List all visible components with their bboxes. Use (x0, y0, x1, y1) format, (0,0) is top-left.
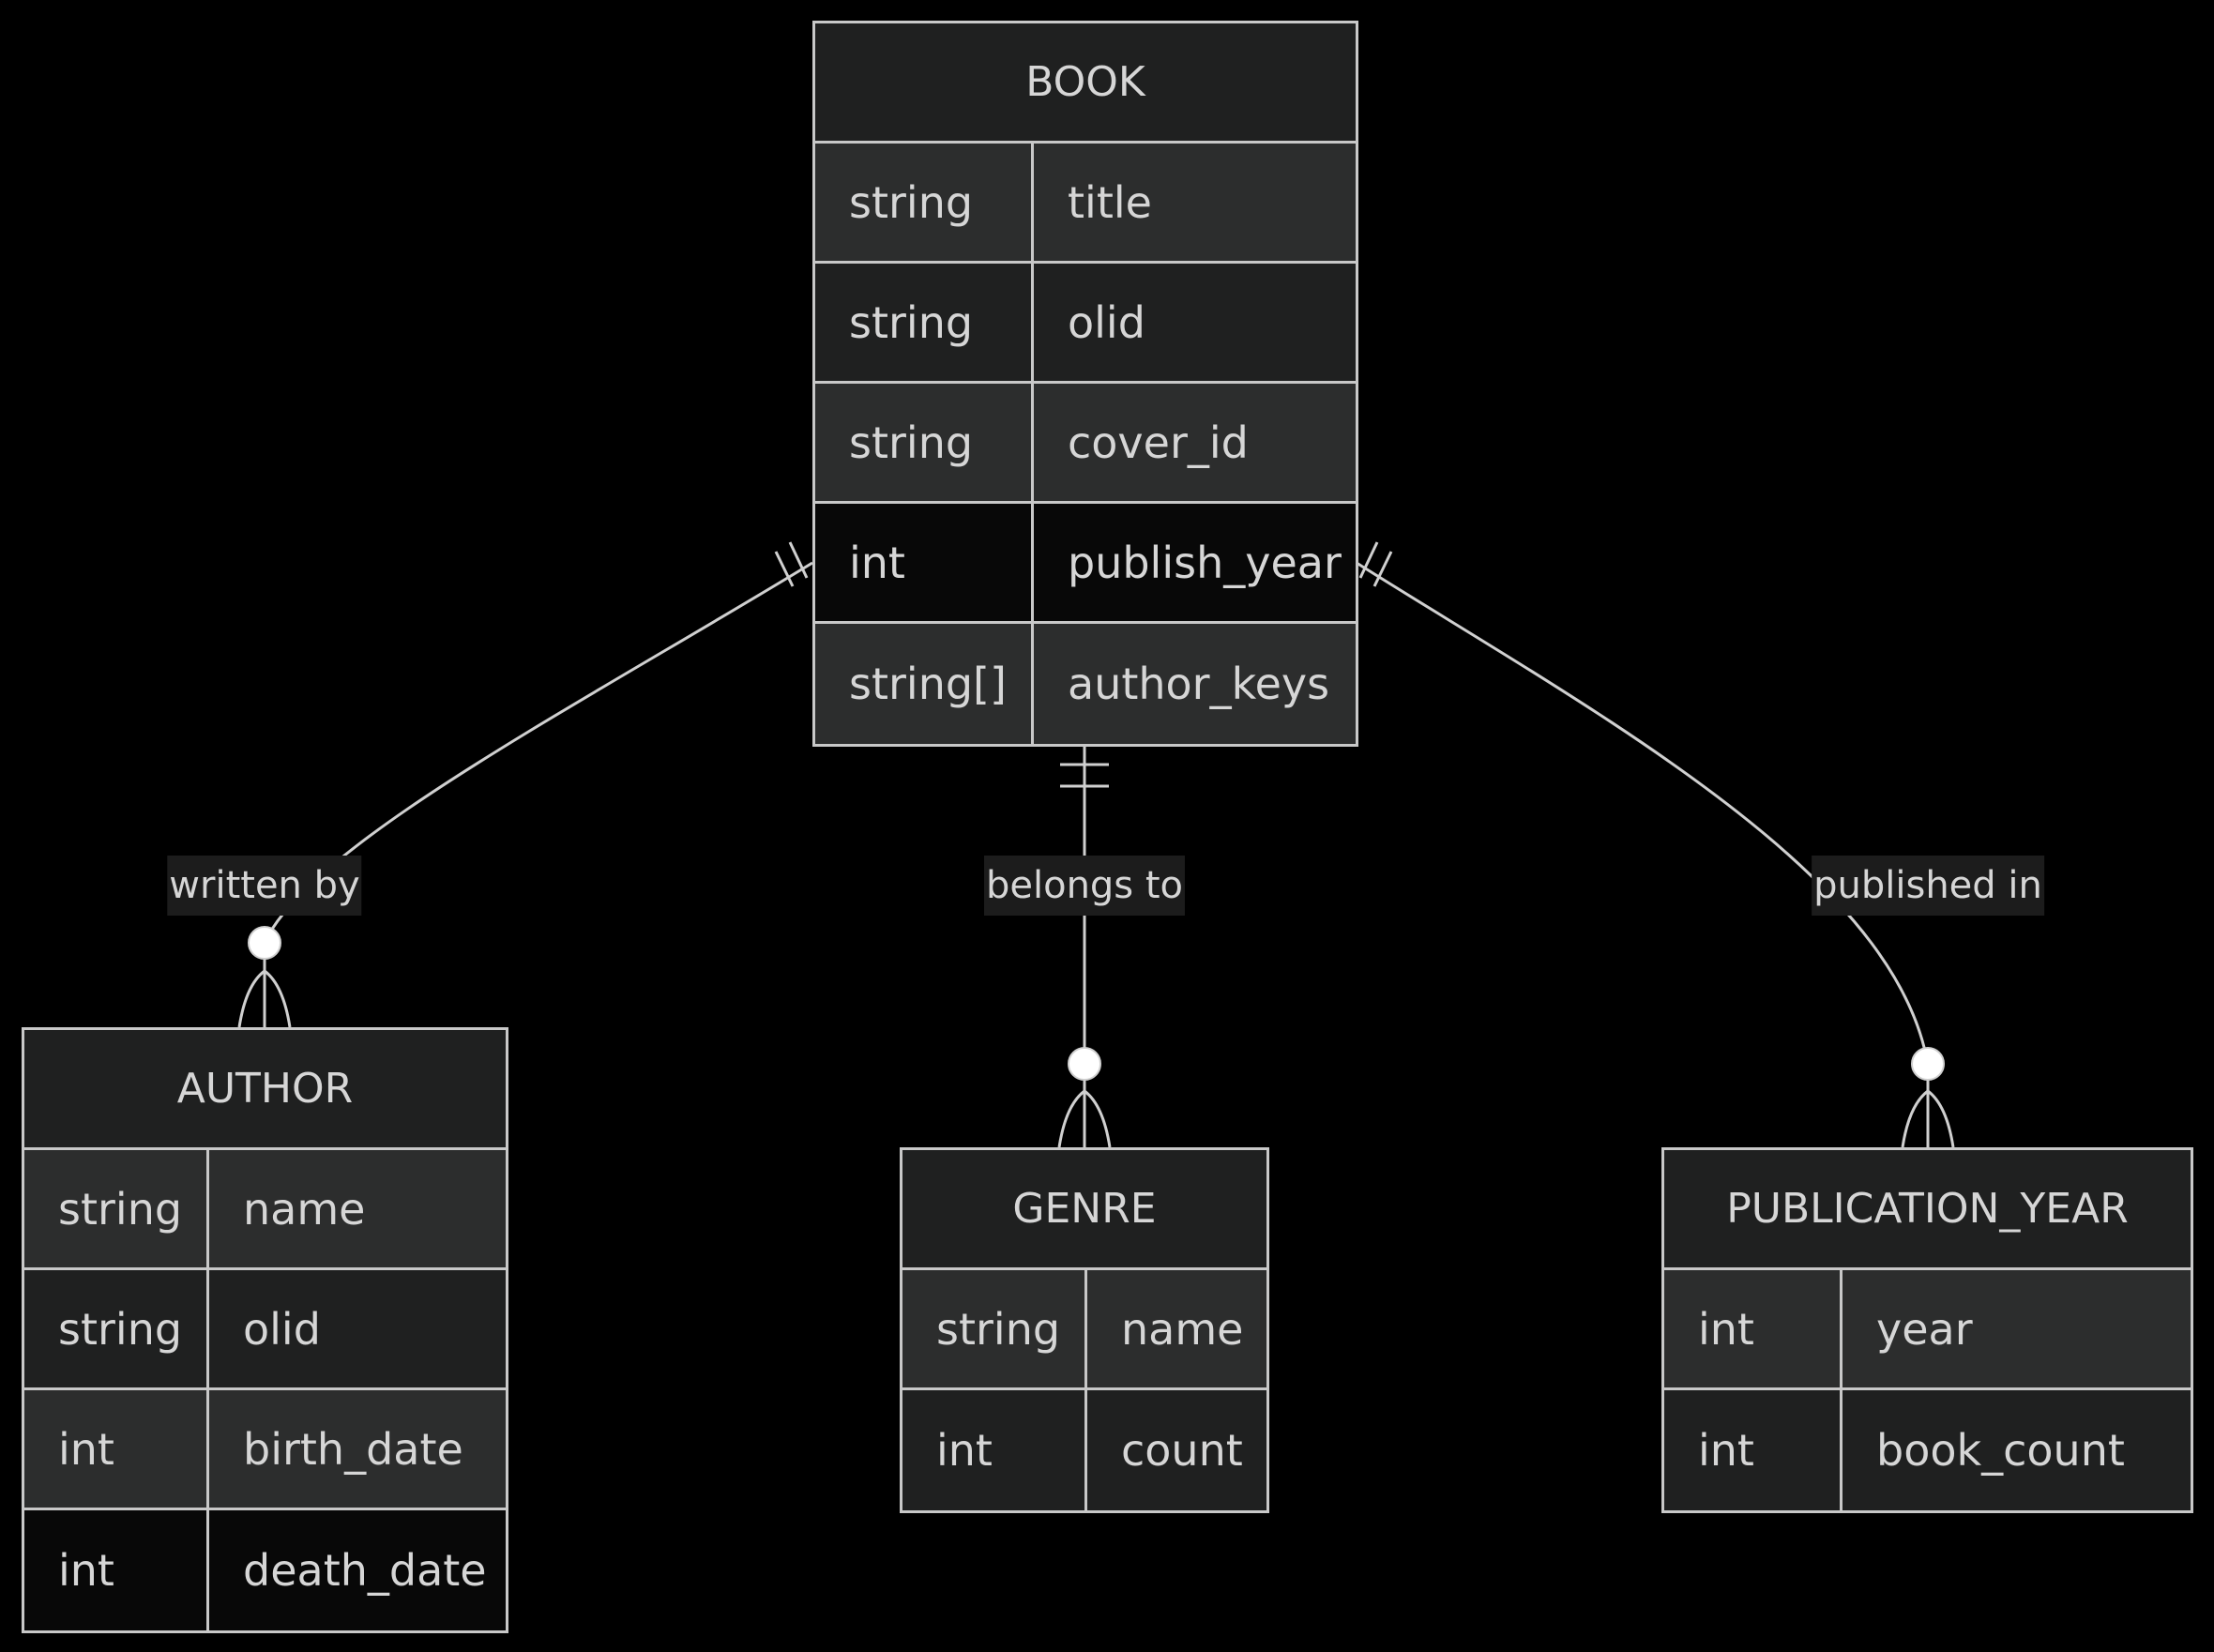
entity-book-title: BOOK (815, 23, 1356, 144)
attribute-name: birth_date (243, 1423, 463, 1475)
attribute-type: string (815, 144, 1034, 261)
label-published-in: published in (1812, 856, 2044, 916)
attribute-name: title (1068, 176, 1152, 228)
attribute-type: string[] (815, 624, 1034, 744)
attribute-name: book_count (1876, 1425, 2125, 1476)
attribute-name: olid (1068, 296, 1145, 348)
attribute-name: author_keys (1068, 659, 1330, 709)
attribute-name: cover_id (1068, 417, 1249, 468)
attribute-row: int year (1664, 1270, 2191, 1390)
attribute-name: publish_year (1068, 537, 1342, 588)
attribute-row: string cover_id (815, 384, 1356, 504)
attribute-row: int publish_year (815, 504, 1356, 624)
attribute-name: year (1876, 1303, 1973, 1355)
attribute-type: int (902, 1390, 1087, 1510)
attribute-row: string title (815, 144, 1356, 264)
attribute-type: int (24, 1390, 209, 1508)
attribute-row: int count (902, 1390, 1266, 1510)
edge-book-publication-year (1356, 561, 1930, 1147)
cardinality-one-author-side (774, 541, 809, 587)
attribute-type: int (1664, 1270, 1842, 1387)
attribute-type: int (1664, 1390, 1842, 1510)
attribute-name: count (1121, 1425, 1243, 1476)
attribute-type: string (815, 264, 1034, 381)
entity-genre-title: GENRE (902, 1150, 1266, 1270)
attribute-row: int death_date (24, 1510, 506, 1630)
entity-publication-year-title: PUBLICATION_YEAR (1664, 1150, 2191, 1270)
zero-marker-publication-year (1911, 1047, 1945, 1081)
label-belongs-to: belongs to (983, 856, 1186, 916)
entity-genre[interactable]: GENRE string name int count (900, 1147, 1269, 1513)
attribute-row: string olid (24, 1270, 506, 1390)
zero-marker-author (248, 926, 281, 960)
crowfoot-genre (1057, 1089, 1112, 1148)
attribute-row: string[] author_keys (815, 624, 1356, 744)
attribute-row: string name (902, 1270, 1266, 1390)
label-written-by: written by (167, 856, 362, 916)
attribute-type: int (24, 1510, 209, 1630)
edge-book-author (263, 561, 813, 1027)
attribute-name: olid (243, 1303, 321, 1355)
attribute-type: string (815, 384, 1034, 501)
entity-book[interactable]: BOOK string title string olid string cov… (812, 21, 1358, 747)
attribute-row: int book_count (1664, 1390, 2191, 1510)
entity-publication-year[interactable]: PUBLICATION_YEAR int year int book_count (1661, 1147, 2193, 1513)
entity-author-title: AUTHOR (24, 1030, 506, 1150)
zero-marker-genre (1068, 1047, 1101, 1081)
attribute-type: int (815, 504, 1034, 621)
attribute-type: string (24, 1270, 209, 1387)
attribute-name: death_date (243, 1545, 487, 1596)
cardinality-one-genre-side (1060, 763, 1109, 788)
attribute-name: name (1121, 1303, 1244, 1355)
attribute-type: string (24, 1150, 209, 1267)
crowfoot-author (237, 969, 292, 1028)
cardinality-one-publication-side (1358, 541, 1393, 587)
attribute-row: string olid (815, 264, 1356, 384)
attribute-row: string name (24, 1150, 506, 1270)
crowfoot-publication-year (1901, 1089, 1955, 1148)
attribute-row: int birth_date (24, 1390, 506, 1510)
attribute-name: name (243, 1183, 366, 1235)
attribute-type: string (902, 1270, 1087, 1387)
entity-author[interactable]: AUTHOR string name string olid int birth… (22, 1027, 508, 1633)
